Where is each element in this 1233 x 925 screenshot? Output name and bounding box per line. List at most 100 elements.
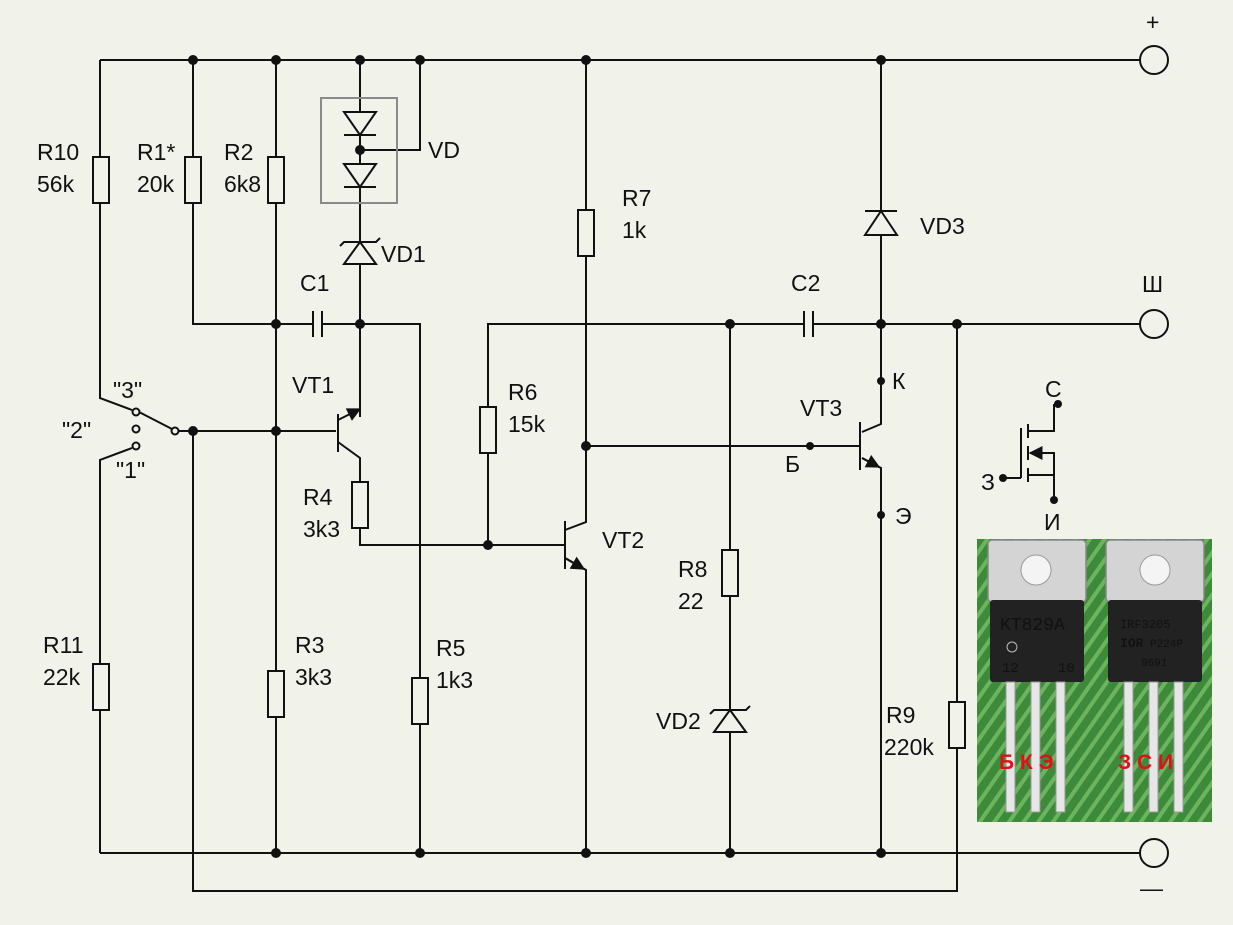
wiring <box>99 59 1140 892</box>
r7-name: R7 <box>622 185 651 211</box>
r11-value: 22k <box>43 664 81 690</box>
c1-label: C1 <box>300 270 329 296</box>
terminal-minus <box>1139 838 1169 868</box>
irf3205-marking: IRF3205 <box>1120 618 1170 632</box>
c1-gap <box>313 310 321 338</box>
junction-dot <box>271 848 281 858</box>
resistors: R10 56k R1* 20k R2 6k8 R7 1k R6 15k R4 3… <box>37 139 966 760</box>
switch-label-2: "2" <box>62 417 91 443</box>
junction-dot <box>952 319 962 329</box>
junction-dot <box>355 145 365 155</box>
diode-vd-lower <box>342 163 378 189</box>
label-signal: Ш <box>1142 271 1163 297</box>
resistor-r3 <box>267 670 285 718</box>
r2-value: 6k8 <box>224 171 261 197</box>
r8-value: 22 <box>678 588 704 614</box>
c2-label: C2 <box>791 270 820 296</box>
kt829a-code: 12 <box>1002 661 1019 677</box>
r9-value: 220k <box>884 734 934 760</box>
switch-contact-3 <box>131 407 141 417</box>
r3-name: R3 <box>295 632 324 658</box>
junction-dot <box>355 319 365 329</box>
junction-dot <box>876 55 886 65</box>
r11-name: R11 <box>43 632 84 658</box>
transistors: VT1 VT2 VT3 К Б Э <box>292 368 912 570</box>
vt3-pin-collector: К <box>892 368 906 394</box>
r1-name: R1* <box>137 139 175 165</box>
resistor-r5 <box>411 677 429 725</box>
r3-value: 3k3 <box>295 664 332 690</box>
r4-value: 3k3 <box>303 516 340 542</box>
r4-name: R4 <box>303 484 333 510</box>
junctions <box>188 55 962 858</box>
junction-dot <box>581 848 591 858</box>
pin-dot-b <box>806 442 814 450</box>
irf3205-code2: 9691 <box>1141 658 1168 670</box>
irf3205-pin-labels: З С И <box>1118 751 1173 774</box>
switch-contact-2 <box>131 424 141 434</box>
irf3205-package: IRF3205 IOR P224P 9691 З С И <box>1105 539 1205 813</box>
vd-box <box>320 97 398 204</box>
r10-name: R10 <box>37 139 79 165</box>
capacitors: C1 C2 <box>300 270 820 338</box>
vd2-label: VD2 <box>656 708 701 734</box>
vt3-pin-emitter: Э <box>895 503 912 529</box>
component-photo: KT829A 12 10 Б К Э IRF3205 IOR P224P 969… <box>977 539 1212 822</box>
junction-dot <box>483 540 493 550</box>
vd3-label: VD3 <box>920 213 965 239</box>
resistor-r1 <box>184 156 202 204</box>
junction-dot <box>415 848 425 858</box>
junction-dot <box>725 848 735 858</box>
r10-value: 56k <box>37 171 75 197</box>
kt829a-marking: KT829A <box>1000 616 1065 636</box>
vt2-label: VT2 <box>602 527 644 553</box>
switch-contact-1 <box>131 441 141 451</box>
r2-name: R2 <box>224 139 253 165</box>
diodes: VD VD1 VD3 VD2 <box>320 97 965 734</box>
kt829a-pin-labels: Б К Э <box>999 751 1054 774</box>
r9-name: R9 <box>886 702 915 728</box>
r1-value: 20k <box>137 171 175 197</box>
pin-dot-e <box>877 511 885 519</box>
terminals: + Ш — <box>1139 9 1169 901</box>
vt3-pin-base: Б <box>785 451 800 477</box>
switch-lever <box>138 411 173 430</box>
mosfet-pin-gate: З <box>981 469 995 495</box>
mosfet-pin-source: И <box>1044 509 1061 535</box>
junction-dot <box>876 848 886 858</box>
vd-label: VD <box>428 137 460 163</box>
resistor-r4 <box>351 481 369 529</box>
r5-name: R5 <box>436 635 465 661</box>
switch-label-3: "3" <box>113 377 142 403</box>
junction-dot <box>581 55 591 65</box>
r8-name: R8 <box>678 556 707 582</box>
irf3205-code: P224P <box>1150 639 1183 651</box>
resistor-r2 <box>267 156 285 204</box>
junction-dot <box>271 319 281 329</box>
vt3-label: VT3 <box>800 395 842 421</box>
mosfet-pin-drain: С <box>1045 376 1062 402</box>
diode-vd-upper <box>342 111 378 137</box>
mosfet-symbol: С З И <box>981 376 1062 535</box>
irf3205-brand: IOR <box>1120 636 1144 651</box>
label-minus: — <box>1140 875 1163 901</box>
junction-dot <box>188 426 198 436</box>
vd1-label: VD1 <box>381 241 426 267</box>
junction-dot <box>581 441 591 451</box>
resistor-r8 <box>721 549 739 597</box>
junction-dot <box>876 319 886 329</box>
switch-label-1: "1" <box>116 457 145 483</box>
diode-vd3 <box>863 209 899 236</box>
resistor-r11 <box>92 663 110 711</box>
terminal-signal <box>1139 309 1169 339</box>
resistor-r10 <box>92 156 110 204</box>
label-plus: + <box>1146 9 1159 35</box>
vt1-label: VT1 <box>292 372 334 398</box>
terminal-plus <box>1139 45 1169 75</box>
switch-common <box>170 426 180 436</box>
junction-dot <box>271 55 281 65</box>
resistor-r6 <box>479 406 497 454</box>
mode-switch: "3" "2" "1" <box>62 377 180 483</box>
kt829a-package: KT829A 12 10 Б К Э <box>987 539 1087 813</box>
r7-value: 1k <box>622 217 647 243</box>
